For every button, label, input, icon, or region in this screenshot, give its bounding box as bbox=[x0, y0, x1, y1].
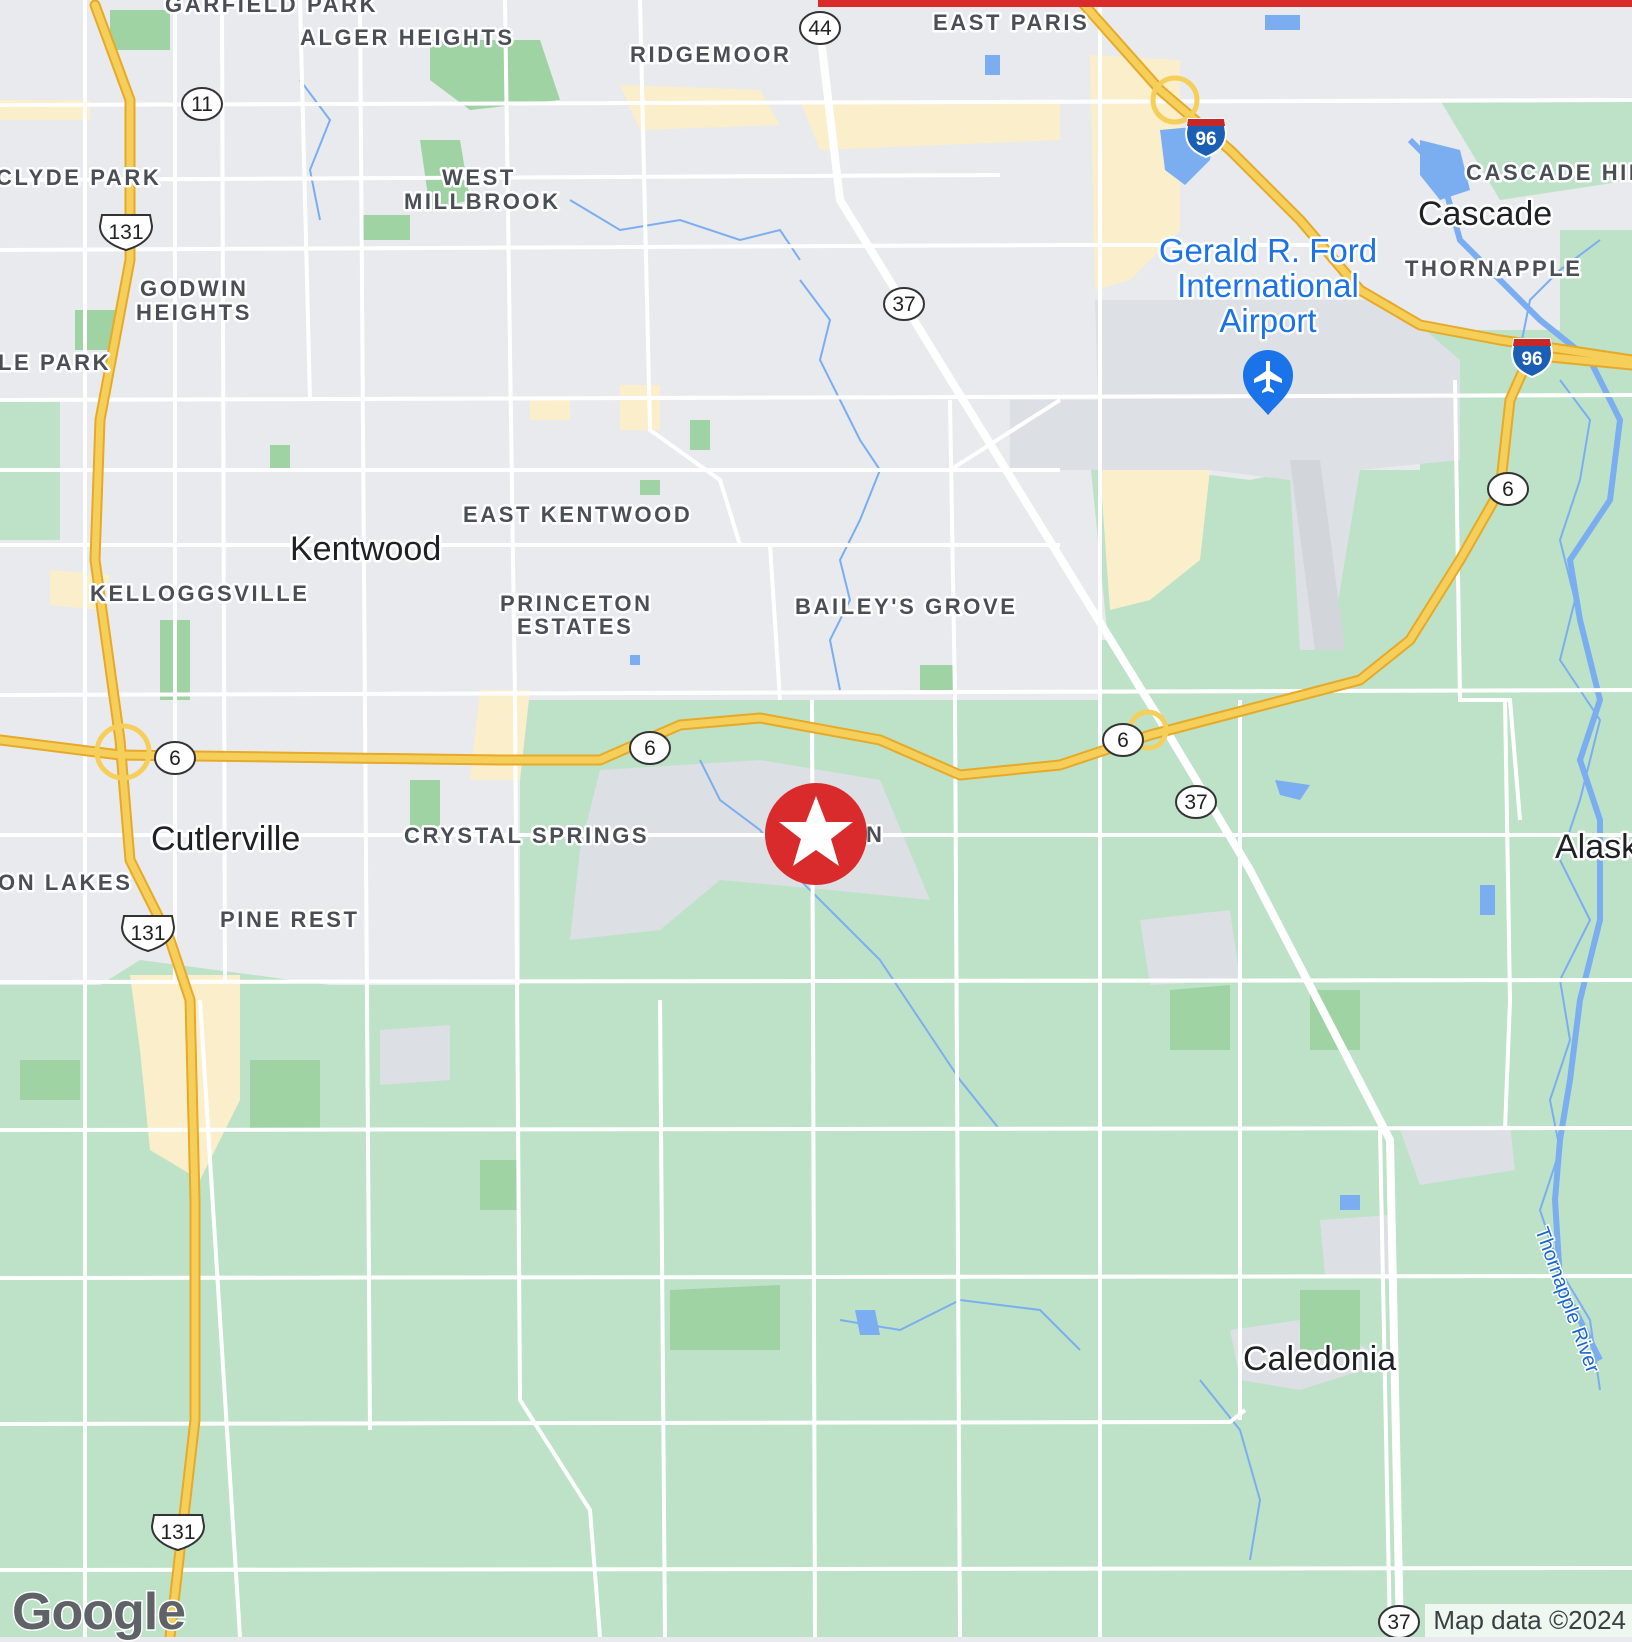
svg-text:131: 131 bbox=[108, 221, 143, 244]
svg-text:6: 6 bbox=[1117, 729, 1129, 752]
shield-us131-center: 131 bbox=[120, 915, 176, 953]
us-route-shields: 131 131 131 bbox=[98, 214, 206, 1552]
svg-text:6: 6 bbox=[1502, 478, 1514, 501]
shield-6-east: 6 bbox=[1487, 472, 1529, 506]
label-le-park: LE PARK bbox=[0, 350, 111, 375]
label-caledonia: Caledonia bbox=[1243, 1340, 1396, 1378]
svg-text:96: 96 bbox=[1521, 349, 1542, 370]
shield-6-interchange: 6 bbox=[1102, 723, 1144, 757]
shield-6-center: 6 bbox=[629, 731, 671, 765]
label-crystal-springs: CRYSTAL SPRINGS bbox=[404, 823, 649, 848]
map-attribution[interactable]: Map data ©2024 bbox=[1425, 1604, 1632, 1637]
label-cutlerville: Cutlerville bbox=[151, 820, 300, 858]
label-pine-rest: PINE REST bbox=[220, 907, 360, 932]
shield-us131-south: 131 bbox=[150, 1514, 206, 1552]
interstate-shields: 96 96 bbox=[1184, 118, 1554, 379]
label-east-kentwood: EAST KENTWOOD bbox=[463, 502, 692, 527]
airport-runway bbox=[1290, 460, 1345, 650]
location-marker[interactable] bbox=[765, 783, 867, 885]
shield-us131-north: 131 bbox=[98, 214, 154, 252]
label-princeton: PRINCETON bbox=[500, 591, 653, 616]
svg-text:131: 131 bbox=[130, 922, 165, 945]
label-garfield-park: GARFIELD PARK bbox=[165, 0, 378, 17]
label-ridgemoor: RIDGEMOOR bbox=[630, 42, 792, 67]
svg-text:37: 37 bbox=[892, 293, 915, 316]
svg-text:6: 6 bbox=[644, 737, 656, 760]
neighborhood-labels: GARFIELD PARK ALGER HEIGHTS RIDGEMOOR EA… bbox=[0, 0, 1632, 935]
top-accent-bar bbox=[818, 0, 1632, 7]
state-route-shields: 44 11 37 6 6 6 6 37 bbox=[154, 11, 1529, 1637]
label-kentwood: Kentwood bbox=[290, 530, 441, 568]
label-kelloggsville: KELLOGGSVILLE bbox=[90, 581, 310, 606]
label-west: WEST bbox=[442, 165, 516, 190]
shield-44: 44 bbox=[799, 11, 841, 45]
shield-37-south: 37 bbox=[1378, 1605, 1420, 1637]
label-heights: HEIGHTS bbox=[136, 300, 252, 325]
svg-text:37: 37 bbox=[1387, 1611, 1410, 1634]
svg-text:44: 44 bbox=[808, 17, 832, 40]
city-labels: Kentwood Cascade Cutlerville Alask Caled… bbox=[149, 193, 1632, 1381]
label-airport-line2: International bbox=[1177, 267, 1359, 304]
label-on-lakes: ON LAKES bbox=[0, 870, 132, 895]
label-godwin: GODWIN bbox=[140, 276, 248, 301]
shield-37-center: 37 bbox=[1175, 785, 1217, 819]
svg-text:11: 11 bbox=[191, 93, 213, 116]
svg-text:6: 6 bbox=[169, 747, 181, 770]
label-millbrook: MILLBROOK bbox=[404, 189, 561, 214]
label-thornapple: THORNAPPLE bbox=[1405, 256, 1583, 281]
svg-text:131: 131 bbox=[160, 1521, 195, 1544]
google-logo[interactable]: Google bbox=[10, 1582, 187, 1642]
label-alger-heights: ALGER HEIGHTS bbox=[300, 25, 515, 50]
parks bbox=[20, 10, 1360, 1350]
shield-i96-east: 96 bbox=[1510, 338, 1554, 379]
svg-text:37: 37 bbox=[1184, 791, 1207, 814]
commercial-zones bbox=[0, 55, 1210, 1180]
shield-i96-north: 96 bbox=[1184, 118, 1228, 159]
rivers bbox=[299, 79, 1602, 1561]
label-east-paris: EAST PARIS bbox=[933, 10, 1089, 35]
label-clyde-park: CLYDE PARK bbox=[0, 165, 161, 190]
label-airport-line1: Gerald R. Ford bbox=[1159, 232, 1377, 269]
label-baileys-grove: BAILEY'S GROVE bbox=[795, 594, 1018, 619]
label-cascade-hills: CASCADE HIL bbox=[1466, 160, 1632, 185]
star-icon bbox=[779, 796, 853, 866]
label-alaska: Alask bbox=[1555, 828, 1632, 866]
shield-6-west: 6 bbox=[154, 741, 196, 775]
label-airport-line3: Airport bbox=[1219, 302, 1316, 339]
svg-text:96: 96 bbox=[1195, 129, 1216, 150]
airport-area bbox=[1095, 300, 1460, 650]
airplane-icon[interactable] bbox=[1243, 350, 1293, 415]
label-cascade: Cascade bbox=[1418, 195, 1552, 233]
label-marker-partial: N bbox=[866, 822, 885, 847]
shield-37-north: 37 bbox=[883, 287, 925, 321]
airport-poi[interactable]: Gerald R. Ford International Airport bbox=[1156, 230, 1380, 415]
label-estates: ESTATES bbox=[517, 614, 633, 639]
shield-11: 11 bbox=[181, 87, 223, 121]
